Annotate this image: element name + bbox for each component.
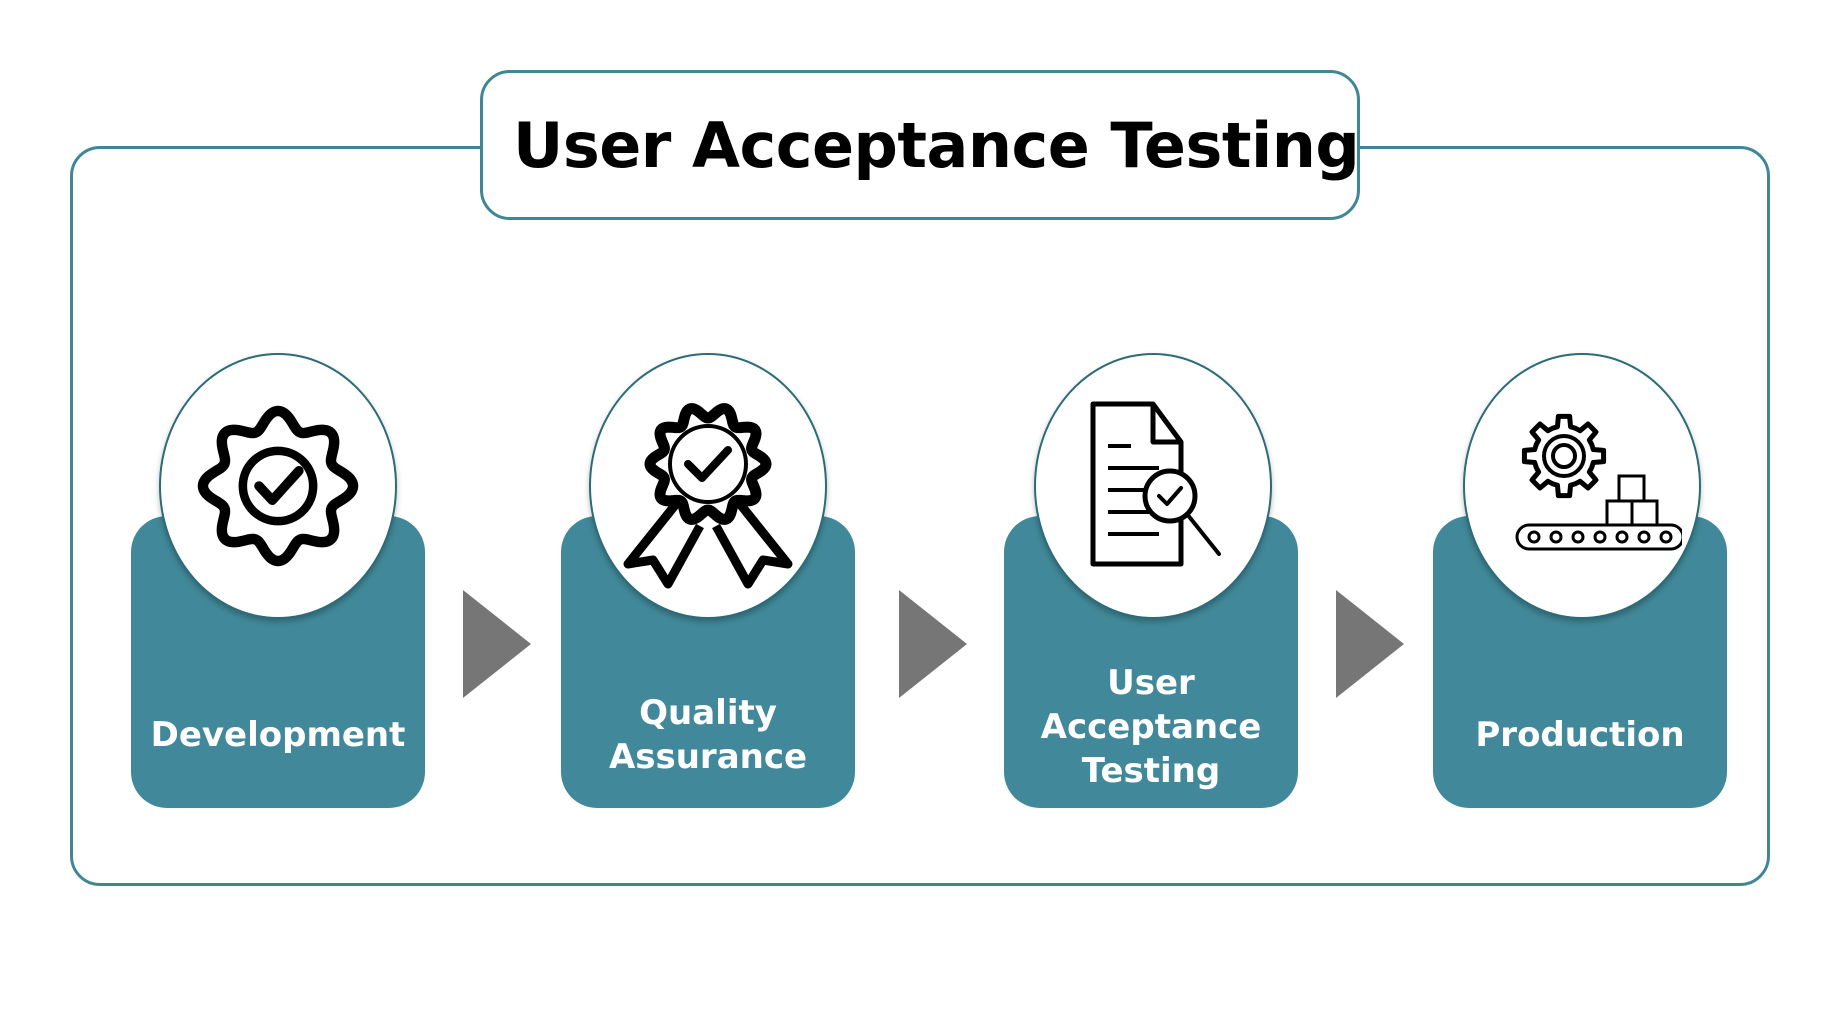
award-ribbon-icon: [623, 403, 793, 589]
document-magnifier-icon: [1090, 401, 1221, 567]
gear-checkmark-icon: [197, 405, 359, 567]
title-box: User Acceptance Testing: [480, 70, 1360, 220]
stage-card-quality-assurance: Quality Assurance: [561, 516, 855, 808]
stage-label: User Acceptance Testing: [1040, 663, 1262, 791]
stage-label: Quality Assurance: [608, 692, 808, 777]
diagram-title: User Acceptance Testing: [513, 108, 1360, 182]
flow-arrow: [1336, 590, 1404, 698]
stage-icon-circle: [159, 353, 397, 619]
flow-arrow: [463, 590, 531, 698]
stage-label: Production: [1475, 714, 1685, 755]
flow-arrow: [899, 590, 967, 698]
stage-icon-circle: [589, 353, 827, 619]
stage-icon-circle: [1034, 353, 1272, 619]
stage-icon-circle: [1463, 353, 1701, 619]
gear-conveyor-icon: [1515, 413, 1682, 551]
stage-label: Development: [150, 714, 406, 755]
